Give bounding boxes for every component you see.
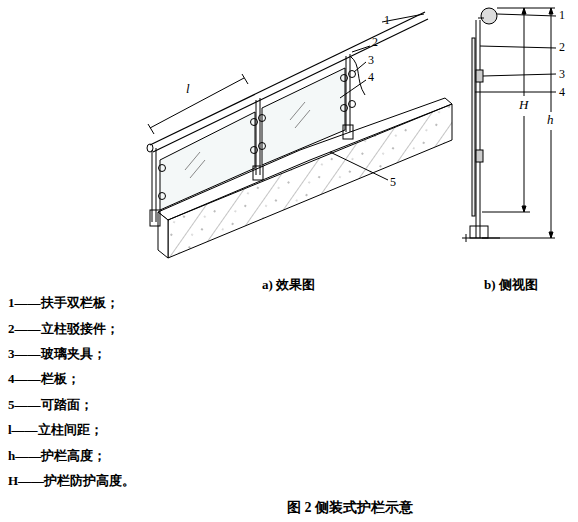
key-line: 2——立柱驳接件； (8, 322, 119, 336)
callout-number: 3 (559, 68, 565, 81)
dimension-label: l (186, 82, 190, 96)
dimension-label: H (519, 98, 528, 112)
dimension-label: h (547, 113, 554, 127)
callout-number: 1 (384, 14, 390, 27)
key-line: 3——玻璃夹具； (8, 347, 106, 361)
callout-number: 4 (559, 86, 565, 99)
callout-number: 1 (559, 9, 565, 22)
key-line: l——立柱间距； (8, 423, 103, 437)
figure-caption: 图 2 侧装式护栏示意 (287, 500, 413, 515)
key-line: 4——栏板； (8, 372, 80, 386)
side-view (462, 8, 556, 242)
callout-number: 4 (368, 71, 374, 84)
callout-number: 3 (368, 54, 374, 67)
key-line: h——护栏高度； (8, 449, 106, 463)
sub-caption: a) 效果图 (262, 278, 315, 292)
key-line: H——护栏防护高度。 (8, 474, 135, 488)
callout-number: 2 (372, 36, 378, 49)
key-line: 5——可踏面； (8, 398, 93, 412)
callout-number: 5 (390, 176, 396, 189)
sub-caption: b) 侧视图 (484, 278, 538, 292)
callout-number: 2 (559, 41, 565, 54)
effect-view (147, 12, 452, 258)
key-line: 1——扶手双栏板； (8, 296, 119, 310)
